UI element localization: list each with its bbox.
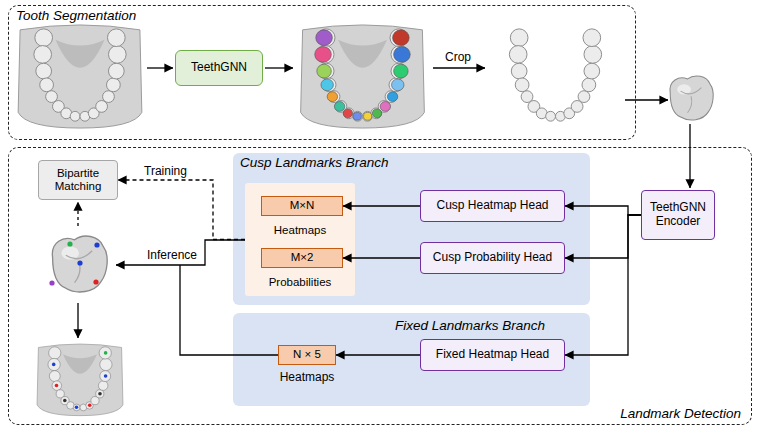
panel-title: Landmark Detection bbox=[620, 406, 741, 421]
annotation-label: Crop bbox=[445, 50, 471, 64]
output-box: N × 5 bbox=[278, 345, 336, 365]
panel-title: Tooth Segmentation bbox=[16, 8, 628, 23]
connector bbox=[565, 206, 641, 215]
head-box: Fixed Heatmap Head bbox=[420, 339, 565, 371]
output-label: Probabilities bbox=[245, 275, 355, 289]
connector bbox=[336, 354, 420, 355]
connector bbox=[343, 257, 420, 258]
single-tooth bbox=[670, 76, 713, 120]
box-label: Bipartite Matching bbox=[43, 167, 113, 193]
connector bbox=[565, 215, 641, 355]
annotation-label: Inference bbox=[147, 248, 197, 262]
cropped-teeth bbox=[509, 29, 601, 121]
box-label: TeethGNN bbox=[191, 61, 247, 75]
box-label: Cusp Heatmap Head bbox=[436, 199, 548, 213]
head-box: Cusp Heatmap Head bbox=[420, 190, 565, 222]
output-box: M×N bbox=[261, 196, 343, 216]
branch-panel: Cusp Landmarks BranchHeatmapsProbabiliti… bbox=[233, 153, 590, 305]
head-box: Cusp Probability Head bbox=[420, 242, 565, 274]
branch-panel: Fixed Landmarks Branch N × 5 Fixed Heatmap… bbox=[233, 313, 590, 406]
landmark-tooth bbox=[52, 236, 107, 292]
panel-title: Fixed Landmarks Branch bbox=[395, 318, 590, 333]
box-label: M×N bbox=[290, 199, 315, 212]
tooth-segments bbox=[315, 30, 410, 120]
process-box: Bipartite Matching bbox=[38, 160, 118, 200]
connector bbox=[118, 180, 245, 240]
jaw-landmark-dots bbox=[52, 351, 107, 409]
annotation-label: Heatmaps bbox=[280, 370, 335, 384]
result-jaw bbox=[37, 344, 123, 416]
connector bbox=[565, 215, 641, 258]
jaw-scan bbox=[18, 25, 142, 128]
encoder-box: TeethGNN Encoder bbox=[641, 190, 715, 240]
flow-arrows bbox=[78, 68, 690, 355]
connector bbox=[343, 205, 420, 206]
process-box: TeethGNN bbox=[175, 50, 263, 86]
edge-label: Training bbox=[144, 164, 187, 178]
box-label: N × 5 bbox=[293, 348, 321, 361]
box-label: M×2 bbox=[291, 251, 314, 264]
box-label: Cusp Probability Head bbox=[433, 251, 552, 265]
output-box: M×2 bbox=[261, 248, 343, 268]
landmark-dots bbox=[49, 241, 99, 285]
box-label: TeethGNN Encoder bbox=[646, 201, 710, 229]
output-group: HeatmapsProbabilities M×N M×2 bbox=[245, 183, 355, 296]
segmented-jaw bbox=[301, 25, 425, 128]
panel-title: Cusp Landmarks Branch bbox=[240, 155, 583, 170]
output-label: Heatmaps bbox=[245, 223, 355, 237]
box-label: Fixed Heatmap Head bbox=[436, 348, 549, 362]
